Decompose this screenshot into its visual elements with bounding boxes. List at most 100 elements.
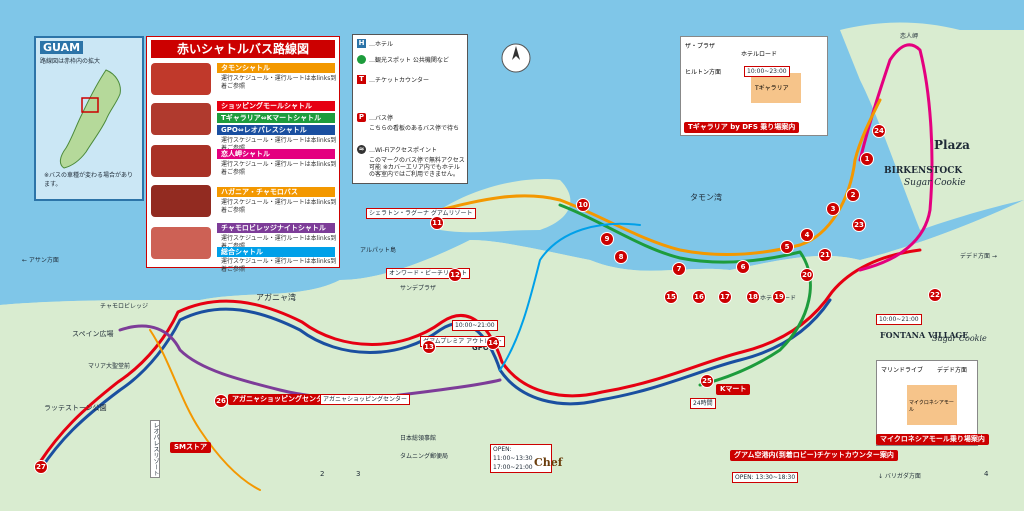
stop-pin-11[interactable]: 11 [430, 216, 444, 230]
airport-ticket-banner[interactable]: グアム空港内(到着ロビー)チケットカウンター案内 [730, 450, 898, 461]
stop-pin-9[interactable]: 9 [600, 232, 614, 246]
route-line-kmart [558, 203, 812, 387]
stop-pin-20[interactable]: 20 [800, 268, 814, 282]
stop-pin-7[interactable]: 7 [672, 262, 686, 276]
stop-name-11: シェラトン・ラグーナ グアムリゾート [366, 208, 476, 219]
stop-pin-15[interactable]: 15 [664, 290, 678, 304]
dfs-label-hilton: ヒルトン方面 [685, 69, 722, 76]
maria-church-label: マリア大聖堂前 [88, 362, 130, 370]
inset-subtitle: 路線図は赤枠内の拡大 [40, 58, 101, 65]
barrigada-direction-label: ↓ バリガダ方面 [878, 472, 921, 480]
key-wifi: ≈…Wi-Fiアクセスポイント [357, 145, 437, 154]
route-lovers-note: 運行スケジュール・運行ルートは本links到着ご参照 [221, 161, 337, 176]
route-line-hagana [149, 329, 261, 491]
key-bus-stop-note: こちらの看板のあるバス停で待ち [369, 125, 460, 132]
stop-pin-17[interactable]: 17 [718, 290, 732, 304]
tamuning-post-label: タムニング郵便局 [400, 452, 448, 460]
stop-pin-24[interactable]: 24 [872, 124, 886, 138]
route-tumon[interactable]: タモンシャトル [217, 63, 335, 73]
key-hotel-text: …ホテル [369, 41, 394, 48]
asan-direction-label: ← アサン方面 [22, 256, 59, 264]
stop-pin-6[interactable]: 6 [736, 260, 750, 274]
stop-pin-14[interactable]: 14 [486, 336, 500, 350]
sugar-cookie-logo: Sugar Cookie [904, 178, 966, 188]
stop-pin-4[interactable]: 4 [800, 228, 814, 242]
hotel-icon: H [357, 39, 366, 48]
stop-pin-3[interactable]: 3 [826, 202, 840, 216]
stop-pin-10[interactable]: 10 [576, 198, 590, 212]
inset-focus-frame [81, 97, 99, 113]
stop-pin-25[interactable]: 25 [700, 374, 714, 388]
route-line-tumon [438, 98, 882, 257]
route-line-lovers [858, 43, 934, 272]
stop-name-27: レオパレスリゾート [150, 420, 160, 478]
plaza-logo: Plaza [934, 138, 970, 152]
gpo-label: GPO [472, 344, 489, 352]
mall-building: マイクロネシアモール [907, 385, 957, 425]
route-general[interactable]: 総合シャトル [217, 247, 335, 257]
wifi-icon: ≈ [357, 145, 366, 154]
key-bus-stop: P…バス停 [357, 113, 393, 122]
latte-stone-label: ラッテストーン公園 [44, 404, 107, 412]
stop-pin-18[interactable]: 18 [746, 290, 760, 304]
stop-pin-23[interactable]: 23 [852, 218, 866, 232]
stop-pin-16[interactable]: 16 [692, 290, 706, 304]
guam-island-shape [59, 69, 121, 169]
dfs-hours: 10:00~23:00 [744, 66, 790, 77]
tumon-bay-label: タモン湾 [690, 192, 722, 202]
stop-pin-5[interactable]: 5 [780, 240, 794, 254]
ticket-icon: T [357, 75, 366, 84]
route-kmart[interactable]: Tギャラリア⇔Kマートシャトル [217, 113, 335, 123]
route-lovers[interactable]: 恋人岬シャトル [217, 149, 335, 159]
stop-pin-27[interactable]: 27 [34, 460, 48, 474]
bus-photo-1 [151, 63, 211, 95]
chef-hours: OPEN: 11:00~13:30 17:00~21:00 [490, 444, 552, 473]
page-number-4: 4 [984, 470, 989, 478]
agana-boarding-banner[interactable]: アガニャショッピングセンター乗り場案内 [228, 394, 369, 405]
stop-pin-26[interactable]: 26 [214, 394, 228, 408]
kmart-banner[interactable]: Kマート [716, 384, 751, 395]
stop-pin-1[interactable]: 1 [860, 152, 874, 166]
mall-label-marine: マリンドライブ [881, 367, 924, 374]
stop-pin-12[interactable]: 12 [448, 268, 462, 282]
bus-photo-5 [151, 227, 211, 259]
chamorro-village-label: チャモロビレッジ [100, 302, 148, 310]
spot-icon [357, 55, 366, 64]
key-ticket: T…チケットカウンター [357, 75, 429, 84]
symbol-key: H…ホテル …観光スポット 公共機関など T…チケットカウンター P…バス停 こ… [352, 34, 468, 184]
stop-pin-22[interactable]: 22 [928, 288, 942, 302]
route-line-general [499, 222, 641, 371]
sm-store-banner[interactable]: SMストア [170, 442, 212, 453]
chef-logo: Chef [534, 456, 563, 469]
route-hagana[interactable]: ハガニア・チャモロバス [217, 187, 335, 197]
route-lines [38, 43, 934, 491]
stop-pin-13[interactable]: 13 [422, 340, 436, 354]
route-gpo[interactable]: GPO⇔レオパレスシャトル [217, 125, 335, 135]
route-night[interactable]: チャモロビレッジナイトシャトル [217, 223, 335, 233]
alupang-label: アルパット島 [360, 246, 396, 254]
stop-pin-8[interactable]: 8 [614, 250, 628, 264]
stop-pin-19[interactable]: 19 [772, 290, 786, 304]
fontana-logo: FONTANA VILLAGE [880, 330, 969, 340]
dfs-label-t-galleria: Tギャラリア [755, 85, 789, 92]
key-ticket-text: …チケットカウンター [369, 77, 430, 84]
stop-pin-2[interactable]: 2 [846, 188, 860, 202]
page-number-3: 3 [356, 470, 360, 478]
bus-photo-3 [151, 145, 211, 177]
guam-inset-map: GUAM 路線図は赤枠内の拡大 ※バスの車種が変わる場合があります。 [34, 36, 144, 201]
stop-name-26: アガニャショッピングセンター [320, 394, 411, 405]
dfs-banner[interactable]: Tギャラリア by DFS 乗り場案内 [684, 122, 800, 133]
page-number-2: 2 [320, 470, 324, 478]
dededo-direction-label: デデド方面 → [960, 252, 997, 260]
dfs-label-plaza: ザ・プラザ [685, 43, 716, 50]
kmart-hours: 24時間 [690, 398, 716, 409]
mall-hours: 10:00~21:00 [876, 314, 922, 325]
bus-photo-2 [151, 103, 211, 135]
mall-banner[interactable]: マイクロネシアモール乗り場案内 [876, 434, 989, 445]
airport-hours: OPEN: 13:30~18:30 [732, 472, 799, 483]
stop-pin-21[interactable]: 21 [818, 248, 832, 262]
dfs-label-hotel-road: ホテルロード [741, 51, 778, 58]
land-area [0, 200, 1024, 511]
stop-name-13: グアムプレミア アウトレット [420, 336, 506, 347]
route-mall[interactable]: ショッピングモールシャトル [217, 101, 335, 111]
